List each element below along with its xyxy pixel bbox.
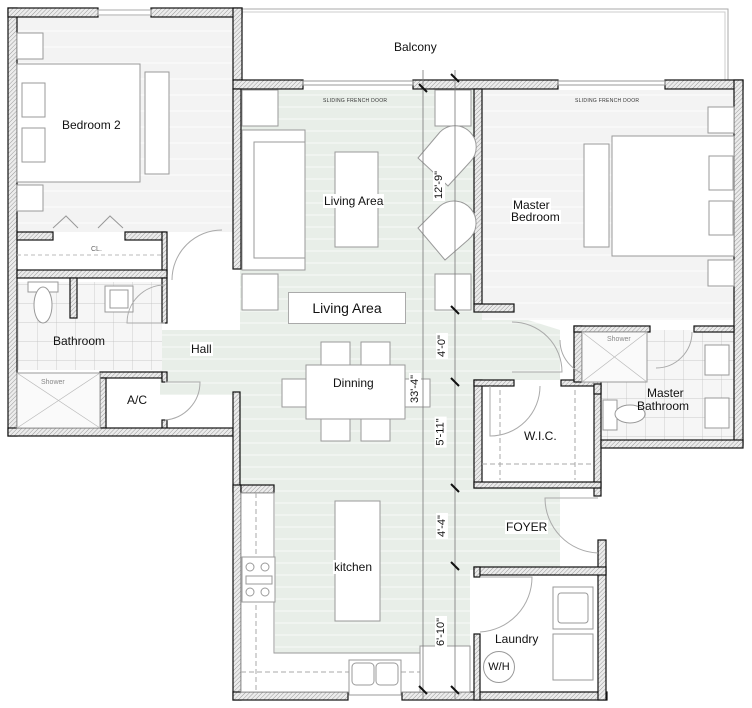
master-bath-label-line1: Master (647, 386, 684, 400)
dimension-4-0: 4'-0" (435, 333, 448, 359)
master-bedroom-label-line2: Bedroom (510, 210, 561, 224)
bathroom-label: Bathroom (53, 334, 106, 348)
wic-shelves (482, 390, 594, 480)
closet-label: CL. (91, 246, 102, 253)
hall-label: Hall (190, 342, 213, 356)
dining-label: Dinning (333, 376, 374, 390)
master-sliding-door-label: SLIDING FRENCH DOOR (575, 98, 640, 104)
bedroom2-label: Bedroom 2 (61, 118, 122, 132)
master-shower-label: Shower (607, 336, 631, 343)
door-swings (126, 229, 693, 633)
dimension-4-4: 4'-4" (435, 513, 448, 539)
master-bath-label-line2: Bathroom (637, 399, 690, 413)
master-bath-fixtures (581, 331, 730, 431)
living-furniture (241, 89, 477, 311)
foyer-label: FOYER (505, 520, 549, 534)
dimension-6-10: 6'-10" (435, 615, 448, 649)
dimension-5-11: 5'-11" (434, 416, 447, 448)
ac-label: A/C (126, 393, 149, 407)
water-heater: W/H (483, 651, 515, 683)
dimension-12-9: 12'-9" (433, 168, 446, 202)
living-area-label: Living Area (323, 194, 385, 208)
balcony (240, 8, 729, 80)
balcony-label: Balcony (394, 40, 437, 54)
laundry-label: Laundry (495, 632, 539, 646)
bathroom-fixtures (16, 281, 134, 429)
dimension-ticks (418, 73, 460, 695)
living-sliding-door-label: SLIDING FRENCH DOOR (323, 98, 388, 104)
master-furniture (583, 106, 735, 287)
wic-label: W.I.C. (523, 429, 558, 443)
bathroom-shower-label: Shower (41, 379, 65, 386)
dining-furniture (281, 341, 431, 442)
laundry-appliances (552, 586, 594, 681)
dimension-lines (422, 70, 456, 700)
living-area-tag: Living Area (288, 292, 406, 324)
master-bedroom-label-line1: Master (512, 198, 551, 212)
kitchen-label: kitchen (333, 560, 374, 574)
dimension-total-33-4: 33'-4" (409, 372, 422, 406)
sliding-doors (302, 80, 666, 86)
